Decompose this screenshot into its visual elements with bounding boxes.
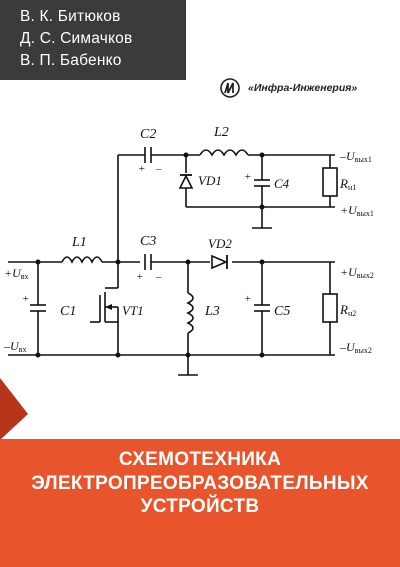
label-uout2-minus: –Uвых2 <box>339 340 372 355</box>
label-uout1-minus: –Uвых1 <box>339 149 372 164</box>
label-l2: L2 <box>213 125 229 140</box>
circuit-diagram: C2 L2 VD1 C4 L1 C3 VD2 C1 VT1 L3 C5 Rн1 … <box>3 125 374 376</box>
publisher-name: «Инфра-Инженерия» <box>248 82 358 94</box>
author-2: Д. С. Симачков <box>20 30 133 47</box>
author-1: В. К. Битюков <box>20 8 121 25</box>
polarity-c4-plus: + <box>244 171 251 183</box>
book-title: СХЕМОТЕХНИКА ЭЛЕКТРОПРЕОБРАЗОВАТЕЛЬНЫХ У… <box>0 448 400 519</box>
label-vt1: VT1 <box>122 303 144 318</box>
label-rn1: Rн1 <box>339 176 356 192</box>
label-uin-minus: –Uвх <box>3 339 26 354</box>
polarity-c2-minus: – <box>155 163 162 175</box>
infra-logo-icon <box>220 78 240 98</box>
polarity-c2-plus: + <box>138 163 145 175</box>
publisher: «Инфра-Инженерия» <box>218 78 357 98</box>
authors-block: В. К. Битюков Д. С. Симачков В. П. Бабен… <box>0 0 186 80</box>
label-c4: C4 <box>274 176 290 191</box>
polarity-c1-plus: + <box>22 293 29 305</box>
label-c2: C2 <box>140 127 156 142</box>
polarity-c5-plus: + <box>244 293 251 305</box>
label-vd2: VD2 <box>208 236 232 251</box>
label-rn2: Rн2 <box>339 302 356 318</box>
author-3: В. П. Бабенко <box>20 52 122 69</box>
label-uout2-plus: +Uвых2 <box>340 265 374 280</box>
title-band <box>0 439 400 567</box>
title-line-2: ЭЛЕКТРОПРЕОБРАЗОВАТЕЛЬНЫХ <box>31 472 369 494</box>
label-l1: L1 <box>71 235 87 250</box>
label-uout1-plus: +Uвых1 <box>340 203 374 218</box>
label-c1: C1 <box>60 304 76 319</box>
label-uin-plus: +Uвх <box>4 266 29 281</box>
title-line-3: УСТРОЙСТВ <box>140 496 260 517</box>
title-line-1: СХЕМОТЕХНИКА <box>118 449 282 470</box>
polarity-c3-minus: – <box>155 271 162 283</box>
polarity-c3-plus: + <box>136 271 143 283</box>
label-vd1: VD1 <box>198 173 222 188</box>
label-c5: C5 <box>274 304 290 319</box>
label-c3: C3 <box>140 234 156 249</box>
label-l3: L3 <box>204 304 220 319</box>
